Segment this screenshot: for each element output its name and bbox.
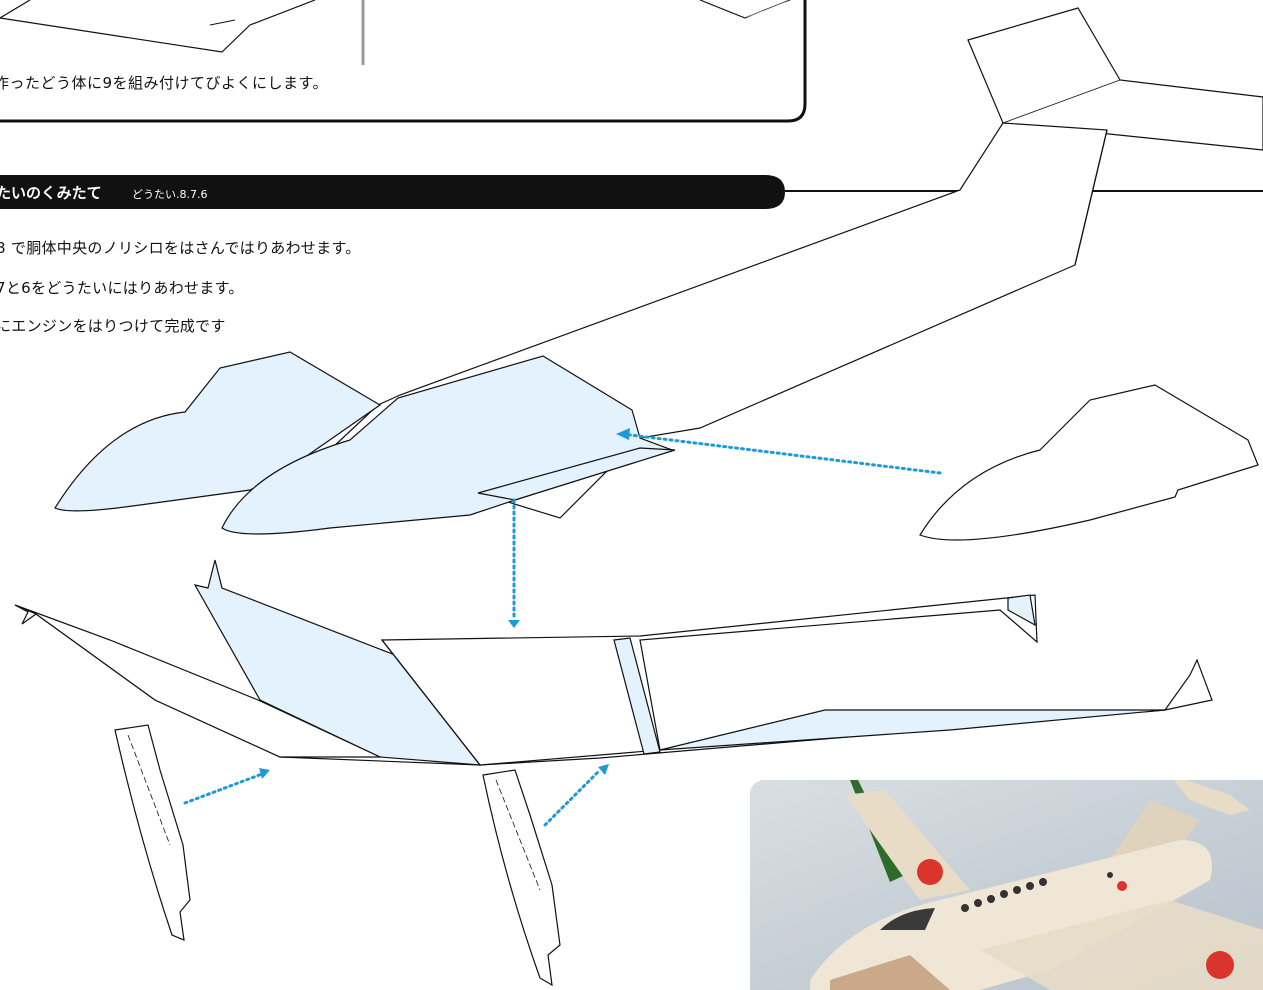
instruction-step-2: 7と6をどうたいにはりあわせます。 bbox=[0, 279, 244, 297]
arrow-gear-right bbox=[543, 768, 602, 827]
fuselage-side-left bbox=[54, 351, 382, 512]
previous-step-note: 作ったどう体に9を組み付けてびよくにします。 bbox=[0, 74, 329, 92]
arrow-gear-left bbox=[183, 772, 264, 805]
fuselage-side-right bbox=[221, 355, 676, 535]
arrow-engine-to-fuselage bbox=[628, 433, 942, 475]
arrow-heads bbox=[259, 428, 630, 779]
section-title: たいのくみたて bbox=[0, 184, 102, 202]
engine-nacelle-part bbox=[919, 384, 1259, 541]
gear-part-left bbox=[114, 724, 191, 941]
model-photo-drawing bbox=[810, 780, 1263, 990]
gear-part-right bbox=[482, 769, 561, 987]
finished-model-photo bbox=[750, 780, 1263, 990]
wing-part bbox=[14, 559, 1213, 766]
instruction-step-1: 8 で胴体中央のノリシロをはさんではりあわせます。 bbox=[0, 239, 361, 257]
previous-step-panel bbox=[0, 0, 807, 123]
section-banner bbox=[0, 175, 785, 209]
section-parts-label: どうたい.8.7.6 bbox=[132, 188, 208, 201]
assembly-arrows bbox=[183, 433, 942, 827]
instruction-step-3: にエンジンをはりつけて完成です bbox=[0, 317, 226, 335]
